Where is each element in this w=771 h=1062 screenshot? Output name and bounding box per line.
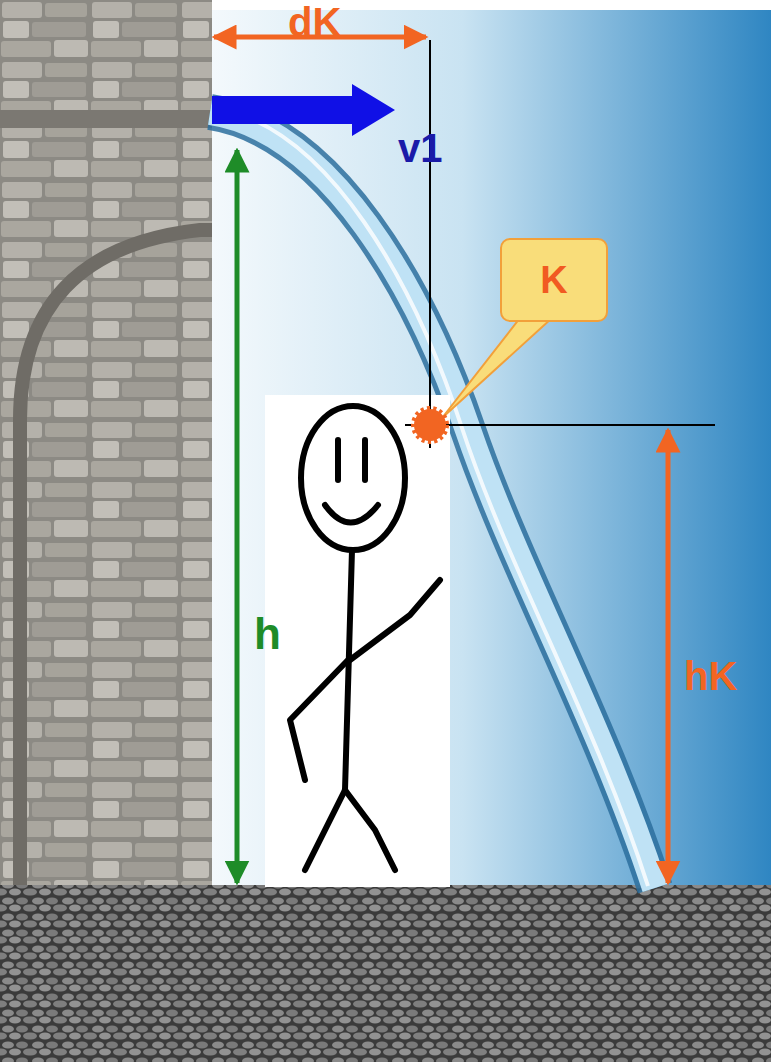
callout-text: K [540,261,567,299]
water-jet [210,112,655,888]
height-label: h [254,612,281,656]
distance-label: dK [288,2,341,42]
cobblestone-ground [0,885,771,1062]
horizontal-guide [405,424,715,426]
wall-ledge [0,110,212,128]
velocity-arrow [212,84,395,136]
figure-background [265,395,450,887]
velocity-label: v1 [398,128,443,168]
callout-box: K [500,238,608,322]
height-dimension [235,150,240,883]
wall-arch [20,230,212,890]
stick-figure [290,406,440,870]
callout-pointer [442,318,552,418]
water-jet-body [210,112,655,888]
vertical-guide [429,40,431,448]
point-marker [414,409,446,441]
point-height-dimension [666,430,671,883]
point-height-label: hK [684,656,737,696]
stone-wall [0,0,212,890]
sky [210,10,771,890]
